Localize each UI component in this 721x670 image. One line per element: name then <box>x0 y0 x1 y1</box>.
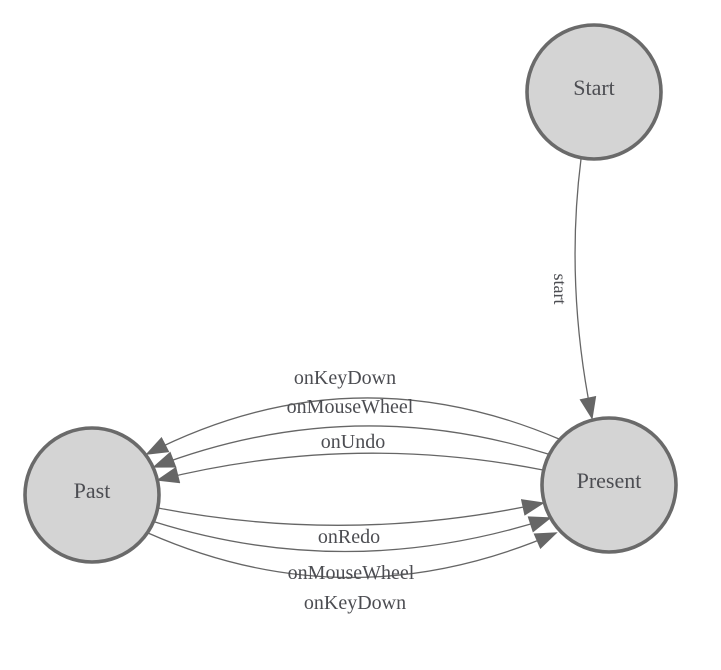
edge-label-start: start <box>550 274 570 305</box>
node-start-circle <box>525 23 663 161</box>
node-past: Past <box>23 426 161 564</box>
edge-past-to-present-onmousewheel <box>154 516 552 553</box>
edge-label-onkeydown-bottom: onKeyDown <box>304 592 406 614</box>
edge-label-onredo: onRedo <box>318 526 380 548</box>
edge-label-group: start onKeyDown onMouseWheel onUndo onRe… <box>287 274 570 615</box>
edge-label-onundo: onUndo <box>321 431 385 453</box>
edge-past-to-present-onkeydown <box>147 532 558 579</box>
node-start-label: Start <box>573 75 615 100</box>
node-past-circle <box>23 426 161 564</box>
node-start: Start <box>525 23 663 161</box>
edge-present-to-past-onundo <box>156 452 544 484</box>
node-present-label: Present <box>577 468 642 493</box>
edge-present-to-past-onmousewheel <box>152 425 549 468</box>
node-past-label: Past <box>74 478 111 503</box>
edge-start-to-present <box>574 158 597 420</box>
edge-label-onmousewheel-bottom: onMouseWheel <box>288 562 415 584</box>
node-present: Present <box>540 416 678 554</box>
node-present-circle <box>540 416 678 554</box>
edge-past-to-present-onredo <box>157 499 545 526</box>
edge-label-onmousewheel-top: onMouseWheel <box>287 396 414 418</box>
edge-present-to-past-onkeydown <box>145 397 560 455</box>
edge-label-onkeydown-top: onKeyDown <box>294 367 396 389</box>
edge-group <box>145 158 597 579</box>
